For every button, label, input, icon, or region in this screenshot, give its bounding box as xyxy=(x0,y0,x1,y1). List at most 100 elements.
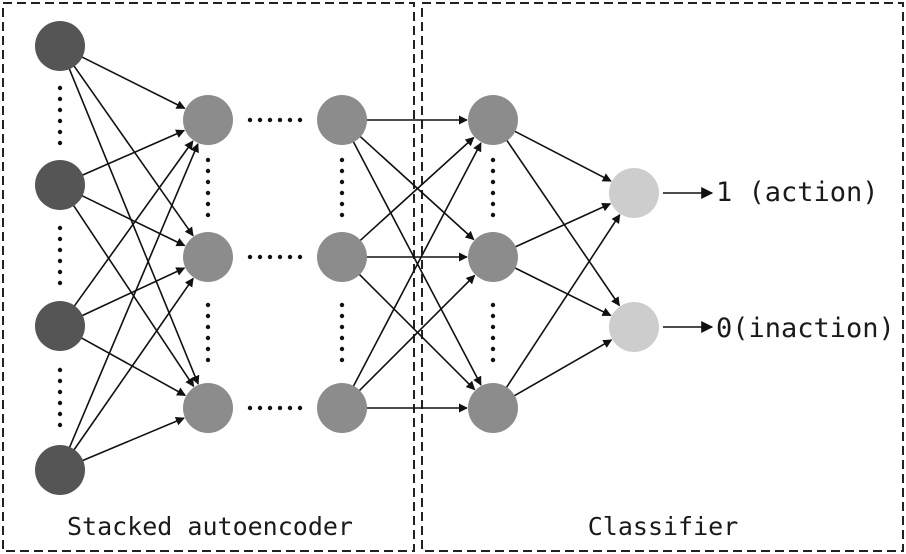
layer3-vertical-ellipsis-lower xyxy=(490,302,496,363)
hidden-horizontal-ellipsis-3-dot xyxy=(277,405,283,411)
hidden-horizontal-ellipsis-2-dot xyxy=(247,254,253,260)
layer3-vertical-ellipsis-lower-dot xyxy=(490,335,496,341)
hidden-horizontal-ellipsis-1-dot xyxy=(267,117,273,123)
input-vertical-ellipsis-3-dot xyxy=(57,400,63,406)
layer1-vertical-ellipsis-upper-dot xyxy=(205,179,211,185)
input-node-2 xyxy=(35,160,85,210)
layer2-vertical-ellipsis-upper xyxy=(339,157,345,218)
autoencoder-region-label: Stacked autoencoder xyxy=(67,512,353,541)
input-vertical-ellipsis-2 xyxy=(57,225,63,286)
hidden-horizontal-ellipsis-2-dot xyxy=(257,254,263,260)
classifier-to-output-edge-0-0 xyxy=(513,129,612,182)
input-node-3 xyxy=(35,301,85,351)
layer1-vertical-ellipsis-lower-dot xyxy=(205,313,211,319)
layer2-vertical-ellipsis-upper-dot xyxy=(339,157,345,163)
layer2-vertical-ellipsis-lower-dot xyxy=(339,346,345,352)
layer3-vertical-ellipsis-upper-dot xyxy=(490,168,496,174)
hidden-to-classifier-edge-0-1 xyxy=(358,134,475,241)
layer2-vertical-ellipsis-lower xyxy=(339,302,345,363)
hidden-to-classifier-edge-2-0 xyxy=(351,142,482,389)
hidden-horizontal-ellipsis-1-dot xyxy=(297,117,303,123)
input-vertical-ellipsis-1-dot xyxy=(57,129,63,135)
hidden-horizontal-ellipsis-3-dot xyxy=(267,405,273,411)
input-to-hidden1-edge-3-0 xyxy=(68,143,199,450)
layer1-vertical-ellipsis-upper xyxy=(205,157,211,218)
hidden-horizontal-ellipsis-2 xyxy=(247,254,303,260)
input-vertical-ellipsis-3 xyxy=(57,367,63,428)
hidden1-node-2 xyxy=(183,232,233,282)
hidden-horizontal-ellipsis-2-dot xyxy=(287,254,293,260)
hidden-horizontal-ellipsis-3-dot xyxy=(287,405,293,411)
layer2-vertical-ellipsis-upper-dot xyxy=(339,179,345,185)
layer3-vertical-ellipsis-upper-dot xyxy=(490,179,496,185)
input-to-hidden1-edge-0-0 xyxy=(80,55,186,110)
hidden-horizontal-ellipsis-3-dot xyxy=(297,405,303,411)
hidden-horizontal-ellipsis-3 xyxy=(247,405,303,411)
classifier-to-output-edge-2-0 xyxy=(504,213,621,390)
hidden1-node-1 xyxy=(183,95,233,145)
layer1-vertical-ellipsis-lower-dot xyxy=(205,324,211,330)
classifier-to-output-edge-0-1 xyxy=(505,138,621,307)
output-label-action: 1 (action) xyxy=(716,177,879,208)
hidden-to-classifier-edge-1-0 xyxy=(358,136,475,243)
layer1-vertical-ellipsis-upper-dot xyxy=(205,201,211,207)
layer3-vertical-ellipsis-upper xyxy=(490,157,496,218)
layer2-vertical-ellipsis-upper-dot xyxy=(339,201,345,207)
layer3-vertical-ellipsis-lower-dot xyxy=(490,357,496,363)
hidden2-node-2 xyxy=(317,232,367,282)
layer3-vertical-ellipsis-lower-dot xyxy=(490,324,496,330)
layer2-vertical-ellipsis-upper-dot xyxy=(339,168,345,174)
layer1-vertical-ellipsis-upper-dot xyxy=(205,190,211,196)
hidden-horizontal-ellipsis-3-dot xyxy=(257,405,263,411)
input-vertical-ellipsis-1-dot xyxy=(57,85,63,91)
output-label-inaction: 0(inaction) xyxy=(716,313,895,344)
input-to-hidden1-edge-3-2 xyxy=(80,417,185,462)
layer3-vertical-ellipsis-upper-dot xyxy=(490,201,496,207)
classifier-hidden-node-1 xyxy=(468,95,518,145)
connection-edges xyxy=(67,55,621,462)
layer1-vertical-ellipsis-upper-dot xyxy=(205,168,211,174)
input-vertical-ellipsis-3-dot xyxy=(57,389,63,395)
layer1-vertical-ellipsis-upper-dot xyxy=(205,212,211,218)
layer3-vertical-ellipsis-upper-dot xyxy=(490,212,496,218)
layer2-vertical-ellipsis-lower-dot xyxy=(339,313,345,319)
classifier-to-output-edge-2-1 xyxy=(512,339,613,398)
input-vertical-ellipsis-3-dot xyxy=(57,411,63,417)
layer3-vertical-ellipsis-lower-dot xyxy=(490,346,496,352)
layer1-vertical-ellipsis-lower-dot xyxy=(205,346,211,352)
classifier-to-output-edge-1-1 xyxy=(513,266,612,317)
input-to-hidden1-edge-1-0 xyxy=(80,129,186,177)
hidden-horizontal-ellipsis-1-dot xyxy=(287,117,293,123)
output-node-2 xyxy=(609,302,659,352)
hidden-to-classifier-edge-0-2 xyxy=(351,139,482,386)
classifier-to-output-edge-1-0 xyxy=(513,202,612,249)
hidden2-node-1 xyxy=(317,95,367,145)
input-to-hidden1-edge-1-1 xyxy=(80,194,186,247)
hidden-horizontal-ellipsis-1-dot xyxy=(277,117,283,123)
input-vertical-ellipsis-1-dot xyxy=(57,118,63,124)
classifier-region-label: Classifier xyxy=(588,512,739,541)
layer3-vertical-ellipsis-lower-dot xyxy=(490,313,496,319)
input-vertical-ellipsis-2-dot xyxy=(57,247,63,253)
input-vertical-ellipsis-2-dot xyxy=(57,236,63,242)
input-node-4 xyxy=(35,445,85,495)
input-vertical-ellipsis-3-dot xyxy=(57,367,63,373)
input-to-hidden1-edge-2-1 xyxy=(80,267,186,318)
network-nodes xyxy=(35,21,659,495)
hidden-to-classifier-edge-1-2 xyxy=(357,272,476,391)
output-arrows xyxy=(663,187,714,333)
layer3-vertical-ellipsis-upper-dot xyxy=(490,157,496,163)
hidden-horizontal-ellipsis-1-dot xyxy=(247,117,253,123)
layer3-vertical-ellipsis-upper-dot xyxy=(490,190,496,196)
input-vertical-ellipsis-2-dot xyxy=(57,225,63,231)
input-to-hidden1-edge-3-1 xyxy=(72,277,194,452)
input-node-1 xyxy=(35,21,85,71)
hidden-horizontal-ellipsis-3-dot xyxy=(247,405,253,411)
layer3-vertical-ellipsis-lower-dot xyxy=(490,302,496,308)
hidden-horizontal-ellipsis-2-dot xyxy=(297,254,303,260)
layer2-vertical-ellipsis-lower-dot xyxy=(339,324,345,330)
input-vertical-ellipsis-3-dot xyxy=(57,378,63,384)
layer2-vertical-ellipsis-upper-dot xyxy=(339,190,345,196)
hidden-horizontal-ellipsis-1 xyxy=(247,117,303,123)
